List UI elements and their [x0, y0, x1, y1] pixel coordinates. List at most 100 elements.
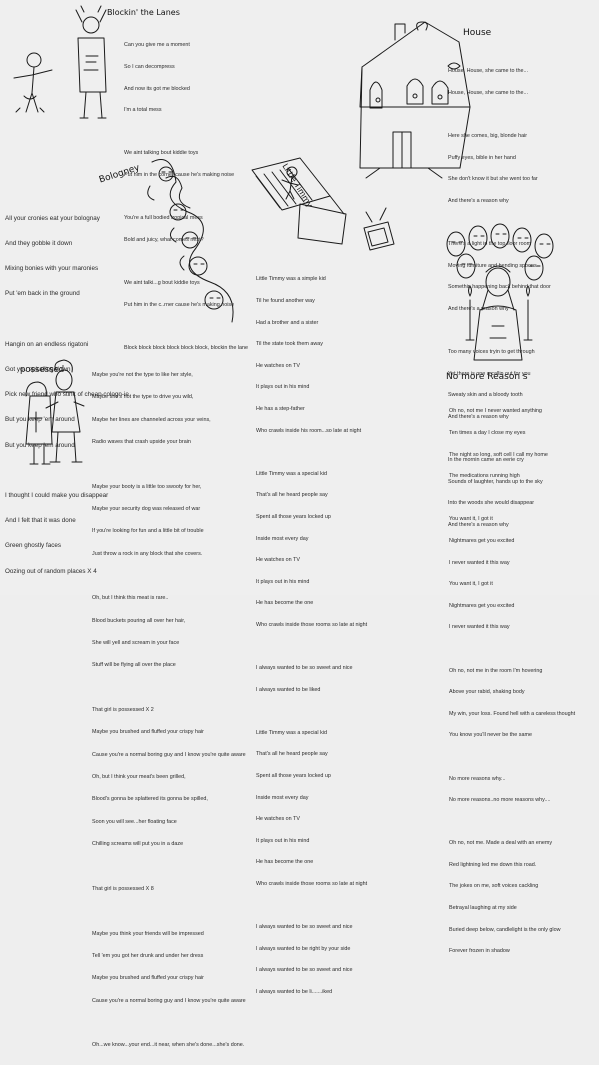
lyric-sheet: Blockin' the Lanes House Bologney Little… — [5, 5, 576, 1049]
song-title-blockin: Blockin' the Lanes — [107, 8, 180, 17]
lyric-line — [124, 129, 248, 136]
lyric-line: The night so long, soft cell I call my h… — [449, 451, 548, 458]
lyrics-blockin: Can you give me a moment So I can decomp… — [124, 28, 248, 366]
lyric-line: She will yell and scream in your face — [92, 640, 180, 647]
lyric-line — [92, 863, 246, 870]
lyric-line: He has a step-father — [256, 405, 305, 412]
lyric-line: You want it, I got it — [449, 516, 493, 523]
lyric-line: Cause you're a normal boring guy and I k… — [92, 751, 246, 758]
lyric-line: He has become the one — [256, 600, 314, 607]
lyric-line: Just throw a rock in any block that she … — [92, 550, 203, 557]
lyric-line: Yet there is one a callin out for you — [448, 370, 531, 377]
lyric-line: You want it, I got it — [449, 581, 493, 588]
lyric-line: No more reasons why... — [449, 775, 506, 782]
lyric-line: So I can decompress — [124, 64, 175, 70]
lyrics-bologney: All your cronies eat your bolognay And t… — [5, 198, 129, 593]
lyric-line — [449, 495, 575, 502]
lyric-line: I thought I could make you disappear — [5, 492, 109, 500]
lyric-line: Inside most every day — [256, 535, 309, 542]
blocking-figures-drawing — [13, 5, 107, 119]
lyric-line: The medications running high — [449, 473, 520, 480]
lyric-line: Mixing bonies with your maronies — [5, 265, 99, 273]
lyric-line: Here she comes, big, blonde hair — [448, 133, 528, 140]
lyric-line: I'm a total mess — [124, 107, 162, 114]
lyric-line: He watches on TV — [256, 816, 300, 823]
lyric-line: Ten times a day I close my eyes — [449, 430, 526, 436]
lyric-line: Too many voices tryin to get through — [448, 349, 535, 356]
lyric-line: My win, your loss. Found hell with a car… — [449, 710, 576, 717]
lyric-line: The jokes on me, soft voices cackling — [449, 883, 539, 890]
lyric-line: Til the state took them away — [256, 341, 323, 348]
lyric-line: And there's a reason why — [448, 197, 509, 204]
lyric-line: Soon you will see...her floating face — [92, 818, 177, 825]
lyrics-house: House, House, she came to the... House, … — [448, 54, 551, 543]
lyric-line: Block block block block block block, blo… — [124, 344, 249, 351]
lyric-line: Little Timmy was a special kid — [256, 729, 327, 736]
lyric-line: It plays out in his mind — [256, 384, 310, 391]
lyric-line — [256, 903, 367, 910]
lyric-line: Buried deep below, candlelight is the on… — [449, 926, 561, 933]
lyric-line: Into the woods she would disappear — [448, 500, 535, 507]
lyric-line: Oh no, not me. Made a deal with an enemy — [449, 840, 553, 847]
lyric-line — [124, 323, 248, 330]
house-drawing — [359, 21, 471, 179]
song-title-house: House — [463, 28, 492, 38]
lyric-line — [92, 1020, 246, 1027]
lyric-line: Little Timmy was a special kid — [256, 470, 327, 477]
lyric-line — [448, 112, 551, 119]
lyric-line: Blood buckets pouring all over her hair, — [92, 617, 186, 624]
lyric-line: Maybe your security dog was released of … — [92, 505, 201, 512]
lyric-line: He watches on TV — [256, 557, 300, 564]
lyric-line: He watches on TV — [256, 362, 300, 369]
lyric-line: Put 'em back in the ground — [5, 290, 80, 298]
lyric-line: I always wanted to be so sweet and nice — [256, 924, 353, 931]
lyric-line: Sweaty skin and a bloody tooth — [448, 392, 523, 399]
lyric-line: No more reasons..no more reasons why.... — [449, 797, 551, 804]
lyric-line: Had a brother and a sister — [256, 319, 319, 326]
lyric-line: I always wanted to be li.......iked — [256, 989, 333, 995]
lyric-line: You know you'll never be the same — [449, 732, 532, 739]
lyric-line: That's all he heard people say — [256, 751, 328, 758]
lyric-line: Nightmares get you excited — [449, 602, 515, 609]
lyric-line: Oozing out of random places X 4 — [5, 567, 97, 575]
lyric-line: Puffy eyes, bible in her hand — [448, 154, 516, 161]
lyric-line: Hangin on an endless rigatoni — [5, 340, 89, 348]
lyric-line: But you keep 'em around — [5, 416, 75, 424]
lyric-line: If you're looking for fun and a little b… — [92, 528, 204, 535]
lyric-line: Bold and juicy, what comes next? — [124, 236, 204, 243]
lyric-line: And I felt that it was done — [5, 517, 76, 525]
lyric-line: I always wanted to be right by your side — [256, 945, 351, 952]
lyric-line: Forever frozen in shadow — [449, 948, 510, 955]
lyric-line: Stuff will be flying all over the place — [92, 662, 176, 669]
lyric-line: Little Timmy was a simple kid — [256, 276, 326, 283]
lyric-line — [256, 644, 367, 651]
lyric-line — [256, 708, 367, 715]
lyric-line: She don't know it but she went too far — [448, 176, 538, 183]
lyric-line: Maybe her lines are channeled across you… — [92, 416, 211, 423]
song-title-no-more-reasons: No more Reason s — [446, 372, 528, 382]
lyric-line — [92, 461, 246, 468]
lyric-line: Maybe you're not the type to like her st… — [92, 371, 193, 378]
lyric-line: Maybe your booty is a little too swooty … — [92, 483, 202, 490]
lyric-line: Spent all those years locked up — [256, 773, 331, 780]
lyric-line: That girl is possessed X 8 — [92, 885, 154, 892]
lyric-line: Maybe you brushed and fluffed your crisp… — [92, 975, 204, 982]
lyric-line: Spent all those years locked up — [256, 513, 331, 520]
lyric-line — [92, 908, 246, 915]
lyric-line: Tell 'em you got her drunk and under her… — [92, 952, 204, 959]
lyric-line: Above your rabid, shaking body — [449, 689, 525, 696]
lyric-line: And there's a reason why — [448, 521, 509, 528]
lyric-line — [449, 819, 575, 826]
lyrics-little-timmy: Little Timmy was a simple kid Til he fou… — [256, 262, 367, 1011]
lyric-line: Who crawls inside those rooms so late at… — [256, 881, 368, 888]
lyric-line: And now its got me blocked — [124, 85, 190, 92]
lyric-line: Got you spiralling down — [5, 366, 71, 374]
lyric-line: Moving furniture and bending spoons — [448, 262, 537, 269]
possessed-figures-drawing — [25, 359, 85, 465]
lyric-line: It plays out in his mind — [256, 837, 310, 844]
little-timmy-drawing — [251, 157, 395, 251]
song-title-possessed: possessed — [20, 365, 65, 375]
lyric-line: All your cronies eat your bolognay — [5, 214, 100, 222]
lyric-line: And there's a reason why — [448, 413, 509, 420]
lyric-line: Somethin happening back behind that door — [448, 284, 551, 291]
